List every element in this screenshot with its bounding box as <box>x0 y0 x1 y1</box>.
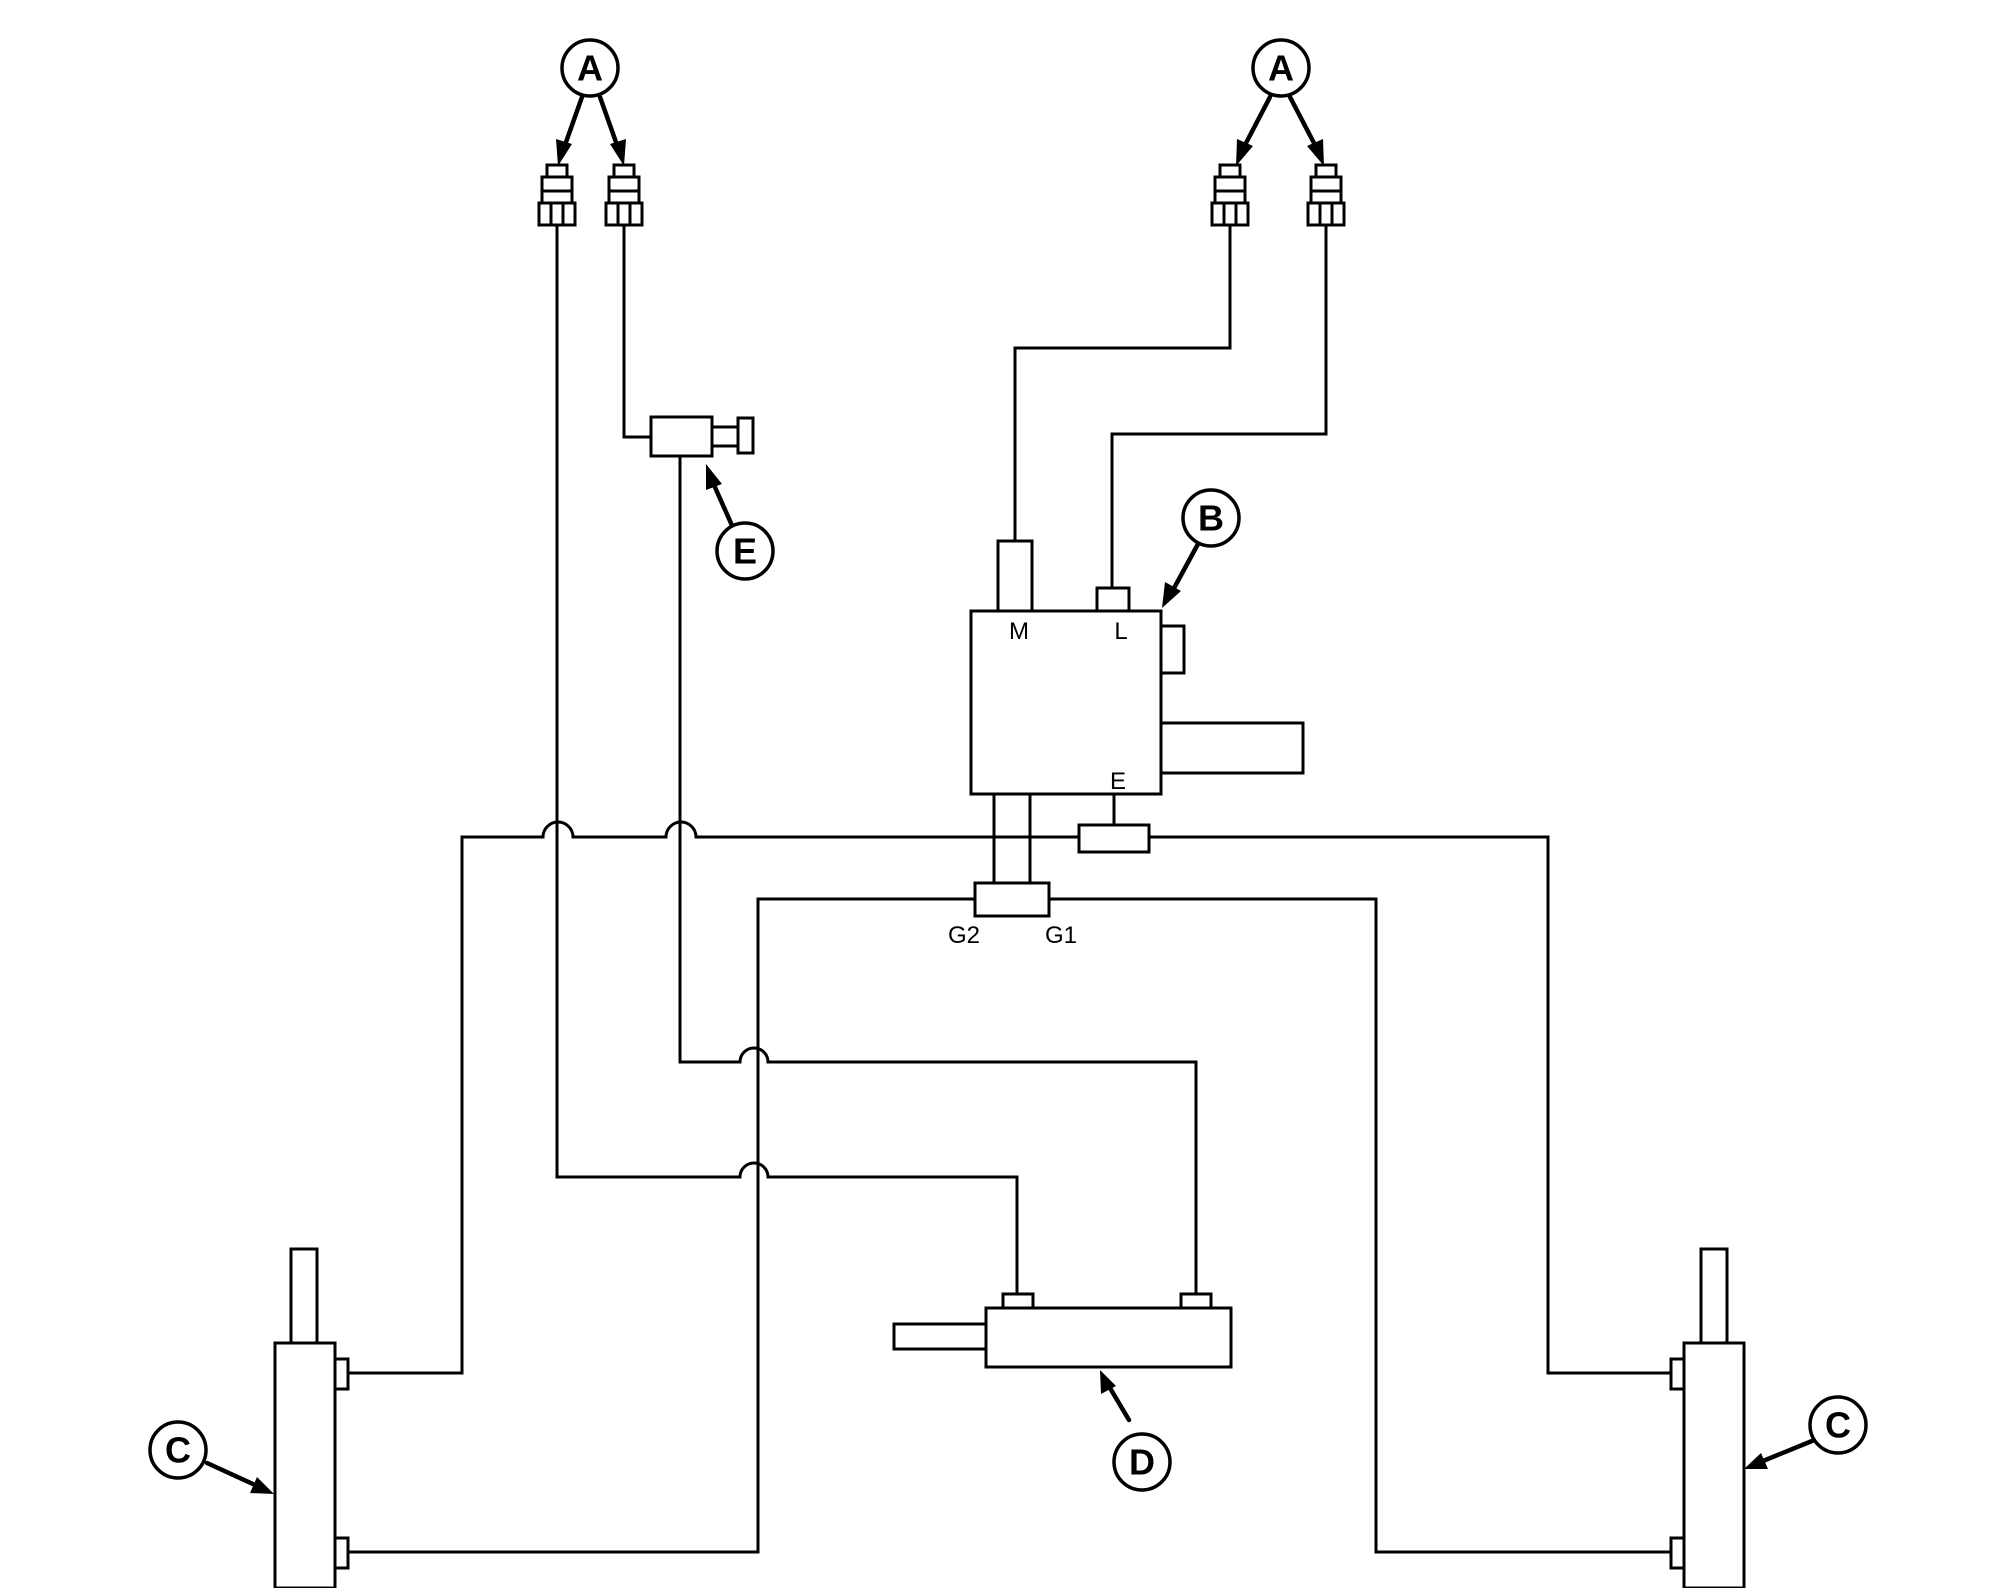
svg-text:D: D <box>1129 1442 1155 1483</box>
port-label-l: L <box>1114 618 1127 645</box>
quick-coupler-2 <box>604 163 644 227</box>
hose-port-e-to-left-cylinder <box>346 820 1079 1375</box>
callout-a-left: A <box>560 38 620 98</box>
svg-text:A: A <box>1268 48 1294 89</box>
cylinder-d <box>892 1292 1233 1369</box>
svg-text:B: B <box>1198 498 1224 539</box>
callout-c-right: C <box>1808 1395 1868 1455</box>
port-label-e: E <box>1110 768 1126 795</box>
leader-arrow-d <box>1107 1385 1132 1423</box>
callout-b: B <box>1181 488 1241 548</box>
leader-arrow-c-right <box>1760 1438 1815 1464</box>
callout-a-right: A <box>1251 38 1311 98</box>
leader-arrows <box>204 94 1815 1494</box>
leader-arrow-b <box>1170 541 1201 593</box>
control-valve-b: M L E G2 G1 <box>948 539 1305 949</box>
hose-coupler-a1-to-cylinder-d <box>555 223 1019 1298</box>
svg-text:C: C <box>1825 1405 1851 1446</box>
svg-text:E: E <box>733 531 757 572</box>
quick-coupler-4 <box>1306 163 1346 227</box>
port-label-g1: G1 <box>1045 922 1077 949</box>
hose-port-e-to-cylinders <box>1075 835 1673 1375</box>
callout-c-left: C <box>148 1420 208 1480</box>
arrowhead-a3 <box>1236 139 1253 166</box>
hose-port-g2-to-left-cylinder <box>346 897 977 1554</box>
hose-coupler-a4-to-port-l <box>1110 223 1328 590</box>
port-label-g2: G2 <box>948 922 980 949</box>
arrowhead-d <box>1100 1370 1116 1394</box>
quick-coupler-1 <box>537 163 577 227</box>
hose-port-g1-to-right-cylinder <box>1047 897 1673 1554</box>
coupler-group <box>537 163 1346 227</box>
svg-text:C: C <box>165 1430 191 1471</box>
arrowhead-c-right <box>1744 1453 1768 1469</box>
hose-coupler-a2-to-valve-e <box>622 223 653 439</box>
leader-arrow-c-left <box>204 1460 258 1488</box>
arrowhead-b <box>1162 582 1181 608</box>
valve-e <box>649 415 755 458</box>
arrowhead-c-left <box>250 1477 274 1494</box>
leader-arrow-a4 <box>1287 94 1318 148</box>
hose-valve-e-to-cylinder-d <box>678 454 1198 1298</box>
svg-text:A: A <box>577 48 603 89</box>
cylinder-c-right <box>1669 1247 1746 1588</box>
callout-e: E <box>715 521 775 581</box>
leader-arrow-a1 <box>562 94 585 148</box>
quick-coupler-3 <box>1210 163 1250 227</box>
cylinder-c-left <box>273 1247 350 1588</box>
hose-lines <box>346 223 1673 1554</box>
arrowhead-a1 <box>556 139 572 166</box>
leader-arrow-a3 <box>1242 94 1273 148</box>
callout-d: D <box>1112 1432 1172 1492</box>
leader-arrow-e <box>711 482 737 533</box>
arrowhead-e <box>706 464 722 490</box>
arrowhead-a2 <box>610 139 626 166</box>
arrowhead-a4 <box>1307 139 1324 166</box>
leader-arrow-a2 <box>597 94 620 148</box>
hose-coupler-a3-to-port-m <box>1013 223 1232 543</box>
port-label-m: M <box>1009 618 1029 645</box>
